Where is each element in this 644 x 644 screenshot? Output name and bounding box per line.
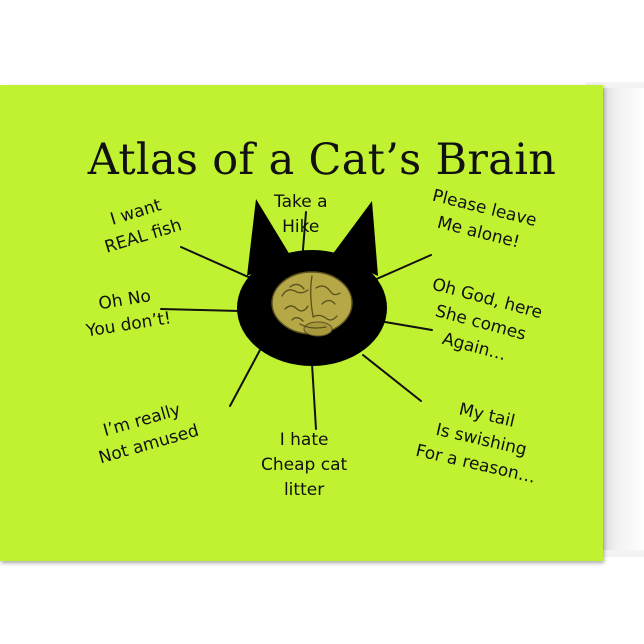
region-line: Take a bbox=[274, 192, 328, 212]
leader-line-dont bbox=[160, 308, 241, 312]
leader-line-litter bbox=[311, 363, 317, 430]
leader-line-tail bbox=[362, 354, 422, 402]
card-title: Atlas of a Cat’s Brain bbox=[87, 135, 557, 185]
region-line: I hate bbox=[279, 430, 329, 450]
brain-region-hike: Take a Hike bbox=[274, 190, 328, 240]
leader-line-fish bbox=[180, 246, 256, 281]
card-back-edge bbox=[600, 88, 644, 550]
brain-region-litter: I hate Cheap cat litter bbox=[261, 428, 347, 503]
leader-line-alone bbox=[371, 254, 432, 282]
leader-line-amused bbox=[229, 349, 261, 407]
leader-line-god bbox=[384, 321, 433, 331]
region-line: Hike bbox=[282, 217, 320, 237]
region-line: litter bbox=[283, 480, 325, 500]
brain-icon bbox=[271, 271, 353, 337]
region-line: Cheap cat bbox=[261, 455, 348, 475]
